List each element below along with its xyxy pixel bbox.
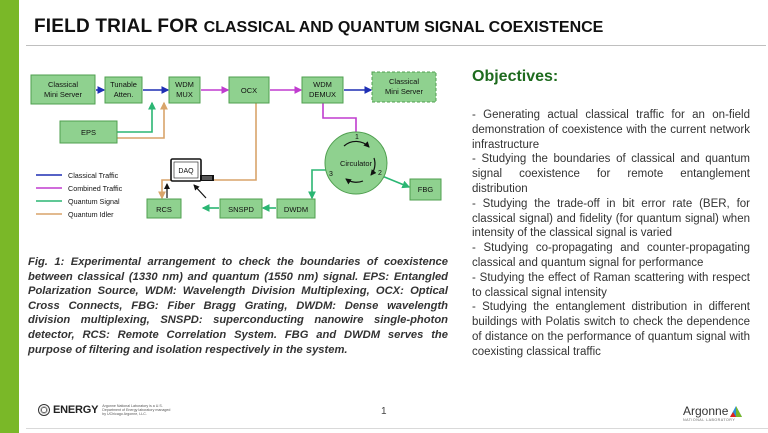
circulator: Circulator 1 2 3	[324, 131, 388, 195]
objective-item: - Studying the trade-off in bit error ra…	[472, 197, 750, 240]
legend-item-quantum-idler: Quantum Idler	[36, 210, 114, 219]
legend-item-combined-traffic: Combined Traffic	[36, 184, 123, 193]
legend-item-quantum-signal: Quantum Signal	[36, 197, 120, 206]
objective-item: - Studying the boundaries of classical a…	[472, 153, 750, 195]
doe-seal-icon	[38, 404, 50, 417]
svg-text:MUX: MUX	[176, 90, 193, 99]
title-divider	[26, 45, 766, 46]
daq-computer-icon: DAQ	[170, 158, 214, 182]
svg-text:Mini Server: Mini Server	[44, 90, 82, 99]
quantum-idler-lines	[117, 101, 257, 200]
experiment-diagram: Classical Mini Server Tunable Atten. WDM…	[30, 71, 442, 219]
slide-title: FIELD TRIAL FOR CLASSICAL AND QUANTUM SI…	[34, 16, 603, 38]
title-part1: FIELD TRIAL FOR	[34, 16, 204, 37]
svg-text:3: 3	[329, 171, 333, 178]
svg-text:WDM: WDM	[313, 80, 332, 89]
doe-fine-print: Argonne National Laboratory is a U.S. De…	[102, 404, 171, 417]
snspd-box: SNSPD	[219, 198, 263, 219]
svg-text:Classical Traffic: Classical Traffic	[68, 171, 119, 180]
svg-text:SNSPD: SNSPD	[228, 205, 254, 214]
svg-text:Tunable: Tunable	[110, 80, 137, 89]
svg-text:2: 2	[378, 170, 382, 177]
svg-text:DAQ: DAQ	[178, 168, 194, 175]
svg-text:RCS: RCS	[156, 205, 172, 214]
argonne-logo: Argonne NATIONAL LABORATORY	[683, 404, 742, 422]
objective-item: - Studying co-propagating and counter-pr…	[472, 242, 750, 269]
doe-logo: ENERGY Argonne National Laboratory is a …	[38, 404, 172, 417]
svg-text:WDM: WDM	[175, 80, 194, 89]
figure-caption: Fig. 1: Experimental arrangement to chec…	[28, 256, 448, 356]
svg-text:Circulator: Circulator	[340, 159, 373, 168]
argonne-triangle-icon	[730, 406, 742, 417]
ocx-box: OCX	[228, 76, 270, 104]
doe-logo-text: ENERGY	[53, 404, 99, 417]
wdm-demux-box: WDM DEMUX	[301, 76, 344, 104]
svg-text:Atten.: Atten.	[114, 90, 134, 99]
title-part2: CLASSICAL AND QUANTUM SIGNAL COEXISTENCE	[203, 19, 604, 36]
fbg-box: FBG	[409, 178, 442, 201]
svg-text:Classical: Classical	[48, 80, 78, 89]
classical-mini-server-left: Classical Mini Server	[30, 74, 96, 105]
svg-text:OCX: OCX	[241, 86, 257, 95]
rcs-box: RCS	[146, 198, 182, 219]
objective-item: - Studying the effect of Raman scatterin…	[472, 271, 750, 299]
svg-text:Quantum Signal: Quantum Signal	[68, 197, 120, 206]
svg-text:EPS: EPS	[81, 128, 96, 137]
svg-text:Mini Server: Mini Server	[385, 87, 423, 96]
wdm-mux-box: WDM MUX	[168, 76, 201, 104]
argonne-logo-subtext: NATIONAL LABORATORY	[683, 418, 736, 422]
svg-text:Combined Traffic: Combined Traffic	[68, 184, 123, 193]
left-accent-bar	[0, 0, 19, 433]
page-number: 1	[381, 406, 387, 417]
legend: Classical Traffic Combined Traffic Quant…	[36, 171, 123, 219]
combined-traffic-lines	[201, 86, 360, 142]
svg-text:DEMUX: DEMUX	[309, 90, 336, 99]
objectives-heading: Objectives:	[472, 68, 559, 85]
svg-text:Classical: Classical	[389, 77, 419, 86]
tunable-atten-box: Tunable Atten.	[104, 76, 143, 104]
legend-item-classical-traffic: Classical Traffic	[36, 171, 119, 180]
svg-text:FBG: FBG	[418, 185, 434, 194]
svg-text:Quantum Idler: Quantum Idler	[68, 210, 114, 219]
svg-text:1: 1	[355, 134, 359, 141]
eps-box: EPS	[59, 120, 118, 144]
footer-divider	[26, 428, 768, 429]
daq-links	[164, 183, 207, 199]
classical-mini-server-right: Classical Mini Server	[371, 71, 437, 103]
objective-item: - Generating actual classical traffic fo…	[472, 109, 750, 151]
objectives-list: - Generating actual classical traffic fo…	[472, 108, 750, 360]
dwdm-box: DWDM	[276, 198, 316, 219]
svg-text:DWDM: DWDM	[284, 205, 308, 214]
objective-item: - Studying the entanglement distribution…	[472, 301, 750, 358]
argonne-logo-text: Argonne	[683, 404, 729, 418]
